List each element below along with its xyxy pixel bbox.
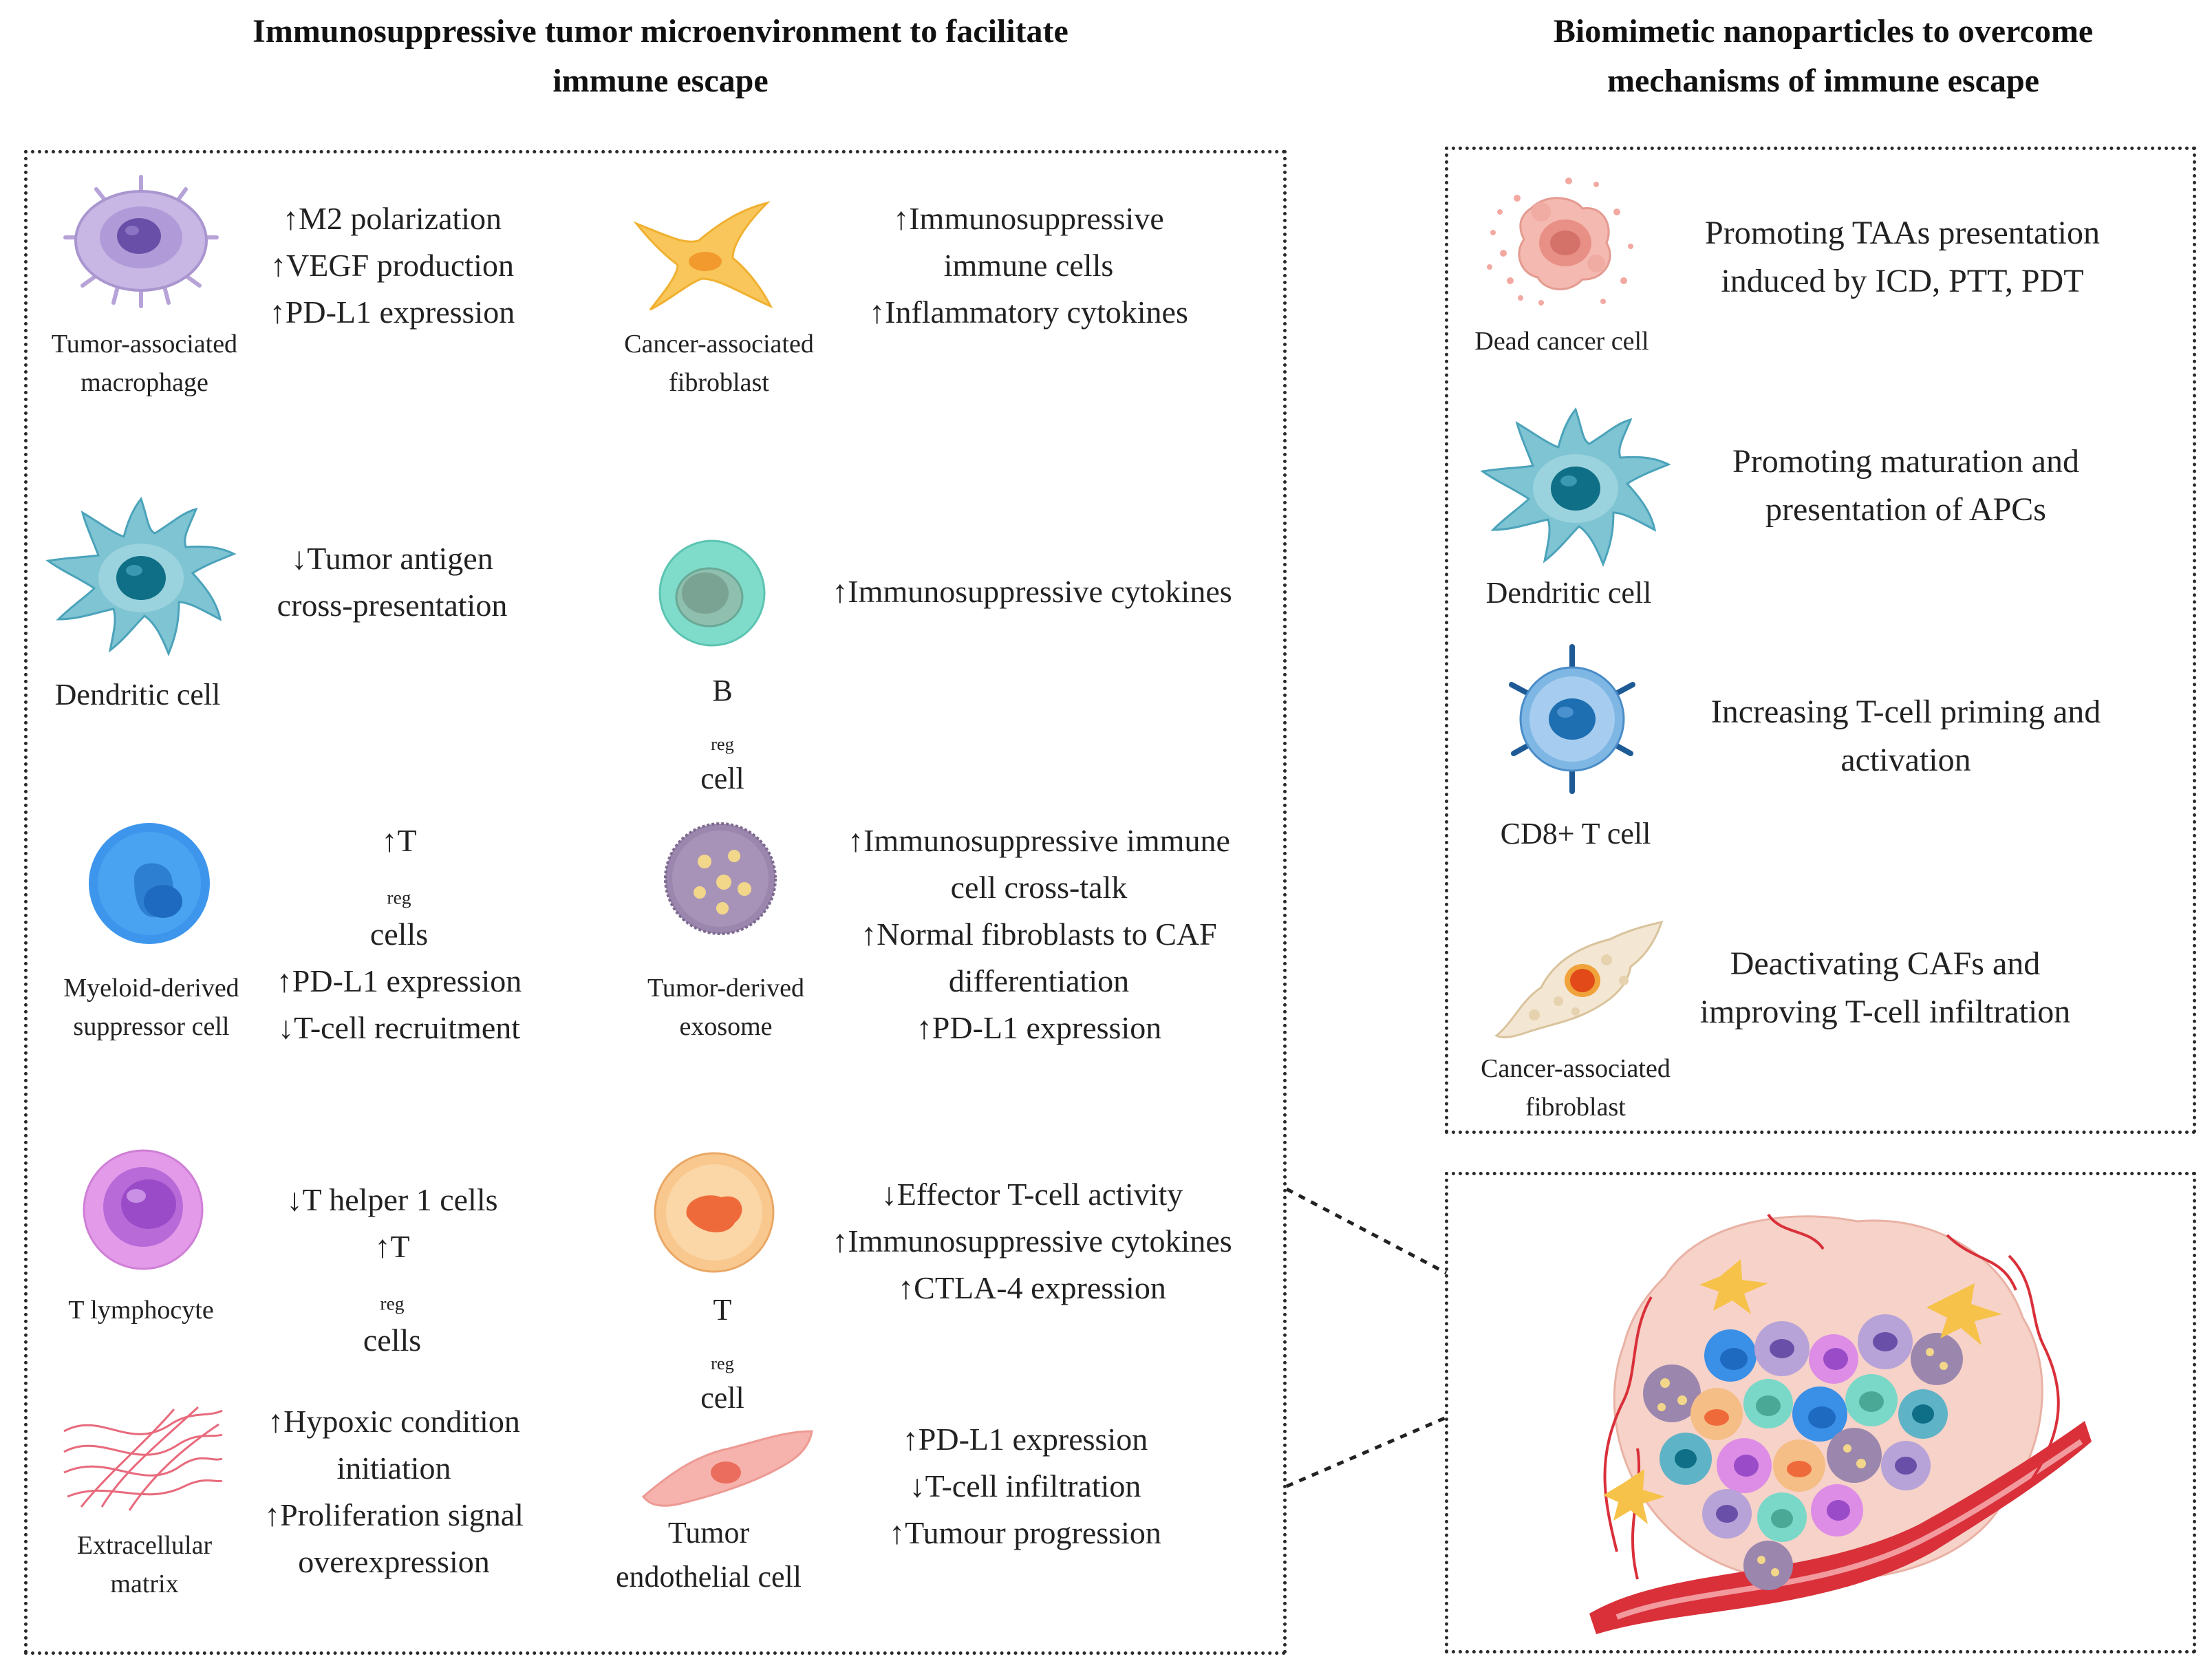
fibroblast-icon (633, 201, 773, 311)
right-title: Biomimetic nanoparticles to overcome mec… (1553, 13, 2094, 99)
exosome-icon (664, 822, 777, 935)
dead-cancer-cell-caption: Dead cancer cell (1474, 327, 1649, 356)
left-title: Immunosuppressive tumor microenvironment… (253, 13, 1069, 99)
mdsc-icon (89, 823, 210, 944)
cd8-caption: CD8+ T cell (1500, 817, 1651, 850)
treg-effects: ↓Effector T-cell activity ↑Immunosuppres… (832, 1177, 1232, 1305)
dead-cancer-cell-strategy: Promoting TAAs presentation induced by I… (1705, 215, 2100, 299)
macrophage-caption: Tumor-associated macrophage (51, 330, 238, 397)
ecm-caption: Extracellular matrix (76, 1531, 213, 1598)
macrophage-effects: ↑M2 polarization ↑VEGF production ↑PD-L1… (269, 201, 515, 330)
tumor-microenvironment-illustration (1589, 1213, 2092, 1634)
cd8-strategy: Increasing T-cell priming and activation (1710, 694, 2101, 778)
extracellular-matrix-icon (63, 1406, 223, 1511)
breg-cell-icon (658, 539, 766, 647)
t-lymphocyte-caption: T lymphocyte (68, 1296, 214, 1325)
exosome-caption: Tumor-derived exosome (647, 974, 804, 1041)
dendritic-cell-right-caption: Dendritic cell (1485, 576, 1652, 610)
caf-right-caption: Cancer-associated fibroblast (1481, 1054, 1671, 1122)
endothelial-caption: Tumor endothelial cell (616, 1516, 802, 1594)
dendritic-cell-strategy: Promoting maturation and presentation of… (1732, 443, 2079, 528)
caf-caption: Cancer-associated fibroblast (624, 330, 814, 397)
endothelial-effects: ↑PD-L1 expression ↓T-cell infiltration ↑… (889, 1422, 1161, 1550)
cd8-t-cell-icon (1509, 644, 1635, 794)
caf-effects: ↑Immunosuppressive immune cells ↑Inflamm… (869, 201, 1188, 330)
dendritic-cell-effects: ↓Tumor antigen cross-presentation (277, 541, 508, 623)
dead-cancer-cell-icon (1487, 178, 1633, 306)
mdsc-caption: Myeloid-derived suppressor cell (63, 974, 239, 1041)
strategies-panel (1445, 147, 2196, 1134)
fibroblast-right-icon (1494, 920, 1664, 1038)
dendritic-cell-icon (45, 496, 237, 657)
breg-effects: ↑Immunosuppressive cytokines (832, 574, 1232, 609)
endothelial-cell-icon (641, 1430, 813, 1507)
ecm-effects: ↑Hypoxic condition initiation ↑Prolifera… (264, 1404, 524, 1579)
left-panel (24, 150, 1287, 1655)
dendritic-cell-caption: Dendritic cell (54, 678, 221, 711)
exosome-effects: ↑Immunosuppressive immune cell cross-tal… (848, 823, 1230, 1045)
tumor-panel (1445, 1172, 2196, 1653)
dendritic-cell-right-icon (1480, 407, 1671, 568)
caf-strategy: Deactivating CAFs and improving T-cell i… (1699, 945, 2071, 1030)
treg-cell-icon (654, 1152, 775, 1273)
macrophage-icon (63, 175, 219, 308)
t-lymphocyte-icon (83, 1149, 204, 1270)
